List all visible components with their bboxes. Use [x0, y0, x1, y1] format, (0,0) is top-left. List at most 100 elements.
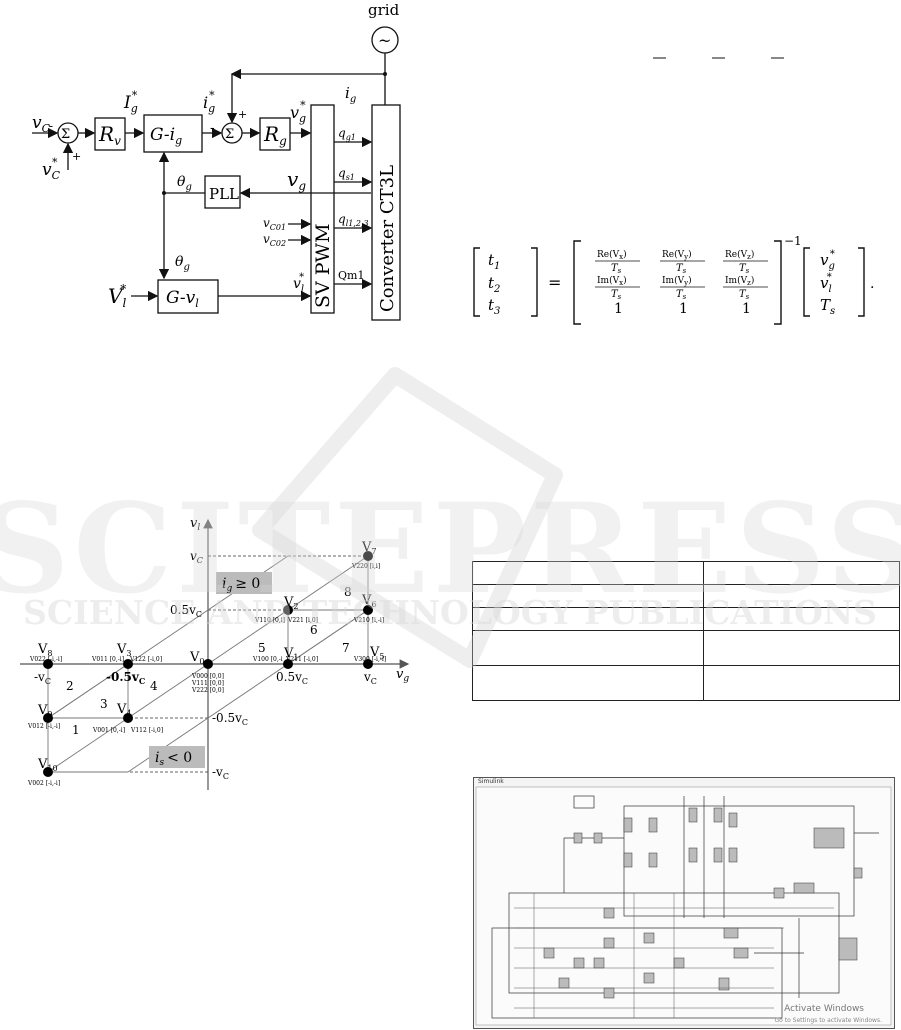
table-cell	[703, 584, 900, 608]
v0-code-2: V111 [0,0]	[191, 680, 224, 687]
table-row	[472, 607, 900, 631]
v2-code-1: V110 [0,i]	[254, 617, 285, 624]
eq-t3: t3	[488, 296, 500, 317]
x-axis-label: vg	[396, 667, 409, 684]
v9-code: V012 [-i,-i]	[27, 723, 60, 730]
table-cell	[703, 665, 900, 701]
g-ig-label: G-ig	[150, 125, 182, 147]
eq-den-12: Ts	[676, 263, 687, 275]
eq-equals: =	[548, 273, 561, 292]
vector-point-v0	[203, 659, 213, 669]
plus-sign-1: +	[72, 150, 81, 163]
eq-period: .	[870, 276, 874, 292]
vector-point-v10	[43, 767, 53, 777]
parameter-table	[472, 561, 900, 701]
table-cell	[703, 607, 900, 631]
region-8: 8	[344, 585, 352, 599]
vector-point-v3	[123, 659, 133, 669]
ig-ref-label: ig*	[203, 89, 215, 115]
converter-block	[371, 104, 401, 321]
eq-m22: Im(Vy)	[662, 275, 692, 287]
rg-label: Rg	[263, 122, 287, 148]
v5-code: V300 [-i,-i]	[353, 656, 386, 663]
region-6: 6	[310, 623, 318, 637]
simulink-window-title: Simulink	[478, 778, 504, 785]
neg-half-vc-label: -0.5vC	[212, 711, 248, 727]
theta-g-label-2: θg	[175, 254, 190, 273]
region-3: 3	[100, 697, 108, 711]
table-cell	[472, 607, 704, 631]
ig-big-ref-label: Ig*	[123, 89, 138, 115]
v5-label: V5	[369, 645, 384, 661]
vc01-label: vC01	[263, 216, 286, 232]
pll-block	[204, 175, 241, 209]
v6-code: V210 [i,-i]	[353, 617, 384, 624]
theta-g-label-1: θg	[177, 174, 192, 193]
v10-label: V10	[37, 757, 58, 773]
ig-positive-region-label	[216, 572, 272, 594]
y-axis-label: vl	[190, 516, 200, 533]
grid-label: grid	[368, 1, 400, 19]
v3-code-2: V122 [-i,0]	[129, 656, 162, 663]
v3-label: V3	[116, 642, 131, 658]
activate-windows-subtext: Go to Settings to activate Windows.	[774, 1017, 882, 1024]
table-cell	[472, 561, 704, 585]
vc-ref-label: vC*	[42, 156, 61, 182]
vc-input-label: vC	[32, 113, 51, 135]
neg-vc-x-label: -vC	[34, 670, 51, 686]
region-2: 2	[66, 679, 74, 693]
v0-label: V0	[189, 650, 204, 666]
eq-m21: Im(Vx)	[597, 275, 627, 287]
vc-x-label: vC	[363, 670, 377, 686]
v4-code-2: V112 [-i,0]	[130, 727, 163, 734]
rg-block	[259, 117, 291, 151]
v8-code: V022 [-i,-i]	[29, 656, 62, 663]
ql-label: ql1,2,3	[338, 212, 369, 228]
region-7: 7	[342, 641, 350, 655]
table-row	[472, 630, 900, 666]
vector-point-v5	[363, 659, 373, 669]
simulink-model-canvas	[475, 786, 892, 1026]
table-row	[472, 561, 900, 585]
vector-point-v8	[43, 659, 53, 669]
table-row	[472, 665, 900, 701]
minus-sign-1: -	[49, 119, 53, 133]
equation-area: t1 t2 t3 = Re(Vx) Re(Vy) Re(Vz) Ts Ts Ts…	[473, 57, 874, 325]
v9-label: V9	[37, 703, 52, 719]
vl-ref-input-label: Vl*	[108, 282, 126, 310]
eq-ts: Ts	[820, 296, 835, 317]
v1-code-2: V211 [-i,0]	[285, 656, 318, 663]
vector-point-v9	[43, 713, 53, 723]
vl-ref-label: vl*	[293, 272, 304, 295]
eq-m11: Re(Vx)	[597, 249, 627, 261]
is-negative-text: is< 0	[155, 750, 192, 768]
svpwm-label: SV PWM	[312, 223, 334, 308]
vector-point-v2	[283, 605, 293, 615]
v0-code-3: V222 [0,0]	[191, 687, 224, 694]
grid-symbol: ~	[378, 31, 391, 50]
eq-one-2: 1	[679, 301, 688, 317]
v2-label: V2	[283, 595, 298, 611]
vc-top-label: vC	[190, 549, 203, 565]
v0-code-1: V000 [0,0]	[191, 673, 224, 680]
v1-label: V1	[283, 646, 298, 662]
vg-label: vg	[287, 167, 306, 193]
table-cell	[703, 561, 900, 585]
eq-m13: Re(Vz)	[725, 249, 754, 261]
eq-inverse: −1	[784, 234, 802, 248]
vector-point-v7	[363, 551, 373, 561]
vector-point-v1	[283, 659, 293, 669]
eq-m23: Im(Vz)	[725, 275, 754, 287]
ig-positive-text: ig≥ 0	[222, 576, 260, 594]
eq-den-13: Ts	[739, 263, 750, 275]
table-row	[472, 584, 900, 608]
vg-ref-label: vg*	[290, 99, 306, 125]
qs1-label: qs1	[338, 166, 355, 182]
eq-one-3: 1	[742, 301, 751, 317]
table-cell	[703, 630, 900, 666]
vector-point-v4	[123, 713, 133, 723]
pll-label: PLL	[209, 185, 239, 203]
g-vl-label: G-vl	[166, 288, 199, 310]
v7-label: V7	[361, 540, 376, 556]
neg-vc-label: -vC	[212, 765, 229, 781]
